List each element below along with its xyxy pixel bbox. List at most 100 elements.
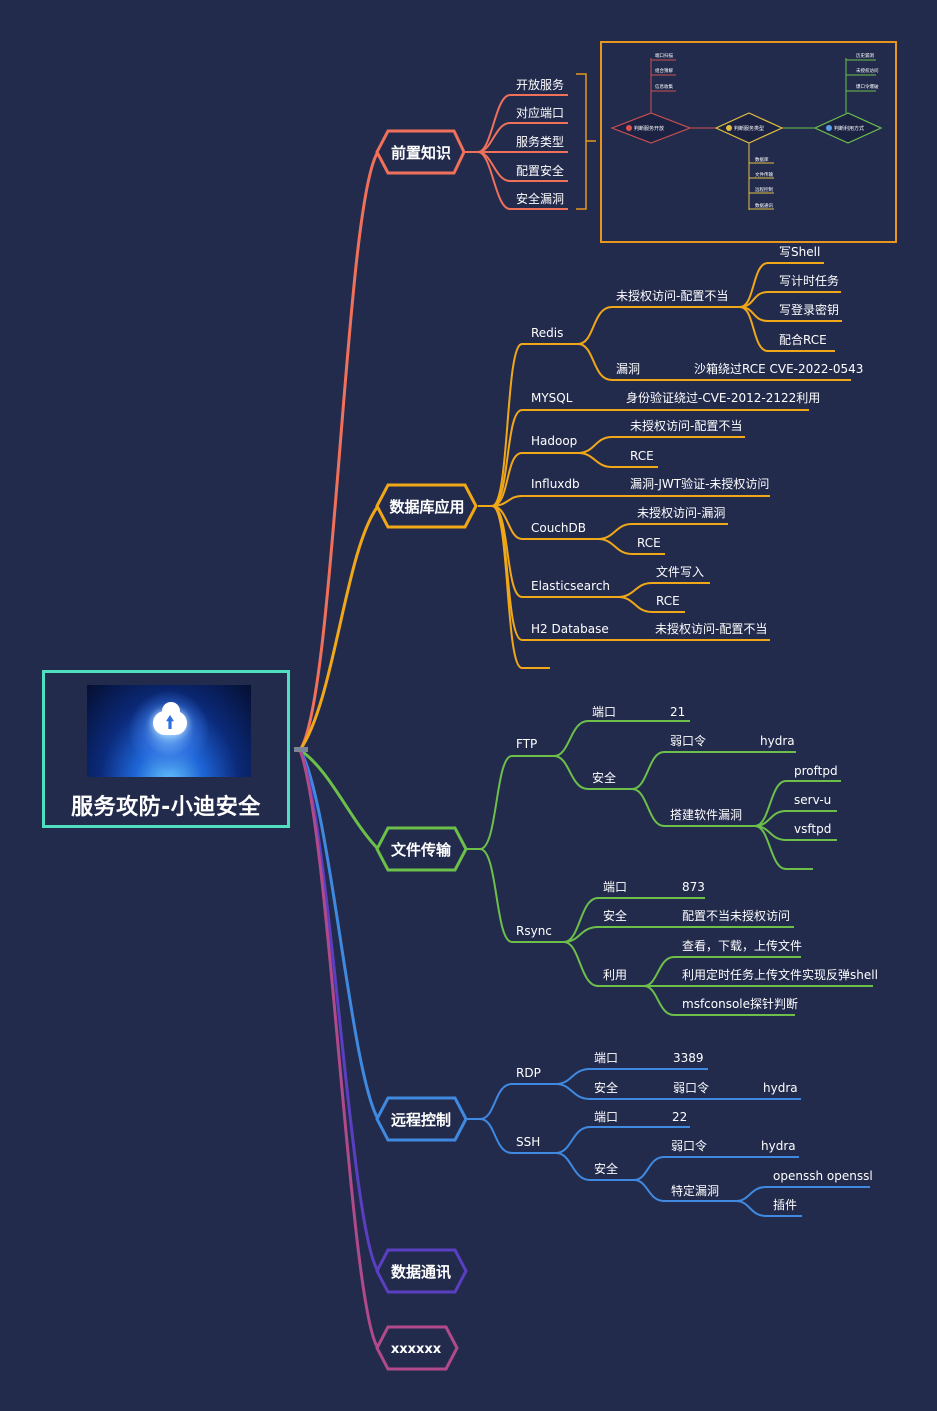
db-redis-unauth: 未授权访问-配置不当 [616,288,728,303]
rc-ssh: SSH [516,1135,540,1149]
branch-data-comm-label: 数据通讯 [391,1263,451,1281]
upload-arrow-icon [166,715,174,729]
cloud-network-image [87,685,251,777]
ref-node-2-label: 判断服务类型 [734,125,764,132]
rc-ssh-port: 22 [672,1110,687,1124]
rc-ssh-weak-tool: hydra [761,1139,796,1153]
db-mysql-item: 身份验证绕过-CVE-2012-2122利用 [626,390,820,405]
prereq-item: 服务类型 [516,134,564,149]
ref-leaf: 信息收集 [655,83,673,90]
branch-prereq: 前置知识 开放服务 对应端口 服务类型 配置安全 安全漏洞 [375,73,596,210]
ft-rsync-security: 安全 [603,908,627,923]
db-elasticsearch: Elasticsearch [531,579,610,593]
ft-rsync: Rsync [516,924,552,938]
ref-leaf: 远程控制 [755,186,773,193]
connector-xxxxxx [298,748,380,1350]
ft-rsync-use: 利用 [603,968,627,982]
ref-leaf: 未授权访问 [856,67,879,74]
ref-leaf: 爆口令爆破 [856,83,879,90]
db-h2-item: 未授权访问-配置不当 [655,621,767,636]
ft-ftp-build: 搭建软件漏洞 [670,808,742,822]
ft-ftp-build-item: serv-u [794,793,831,807]
reference-diagram: 判断服务开放 判断服务类型 判断利用方式 端口扫描 组合猜解 信息收集 历史漏洞… [600,41,897,243]
ft-ftp-build-item: vsftpd [794,822,831,836]
ref-node-3 [813,112,883,144]
branch-database: 数据库应用 Redis 未授权访问-配置不当 写Shell 写计时任务 写登录密… [375,245,863,669]
root-node[interactable]: 服务攻防-小迪安全 [42,670,290,828]
rc-rdp-port: 3389 [673,1051,704,1065]
ref-leaf: 端口扫描 [655,52,673,59]
ft-ftp-weak-tool: hydra [760,734,795,748]
branch-file-transfer-node[interactable] [375,826,468,872]
db-hadoop-item: 未授权访问-配置不当 [630,418,742,433]
db-redis-vuln: 漏洞 [616,362,640,376]
connector-database [298,504,380,752]
rc-rdp-port-label: 端口 [594,1051,618,1065]
db-redis-vuln-item: 沙箱绕过RCE CVE-2022-0543 [694,361,863,376]
ft-ftp-security: 安全 [592,770,616,785]
rc-ssh-vuln-item: 插件 [773,1198,797,1212]
branch-file-transfer-label: 文件传输 [391,841,452,859]
branch-remote-control-label: 远程控制 [391,1111,451,1129]
branch-remote-control-node[interactable] [375,1096,468,1142]
db-mysql: MYSQL [531,391,573,405]
root-title: 服务攻防-小迪安全 [71,795,261,820]
connector-remote-control [298,748,380,1121]
prereq-bracket [576,73,596,210]
db-redis-item: 写登录密钥 [779,302,839,317]
db-couchdb: CouchDB [531,521,586,535]
ft-ftp: FTP [516,737,537,751]
branch-file-transfer: 文件传输 FTP 端口 21 安全 弱口令 hydra 搭建软件漏洞 proft… [375,705,878,1016]
connector-prereq [298,150,380,752]
ref-node-2 [714,112,784,144]
prereq-item: 安全漏洞 [516,191,564,206]
branch-database-label: 数据库应用 [389,498,464,516]
db-influxdb: Influxdb [531,477,580,491]
db-redis-item: 写Shell [779,245,820,259]
branch-xxxxxx: xxxxxx [375,1325,459,1371]
db-redis: Redis [531,326,563,340]
ref-leaf: 文件传输 [755,171,773,178]
rc-ssh-weak: 弱口令 [671,1138,707,1153]
root-connector-hub [294,747,308,752]
db-redis-item: 写计时任务 [779,273,839,288]
branch-xxxxxx-label: xxxxxx [391,1342,442,1357]
prereq-item: 配置安全 [516,163,564,178]
rc-rdp-weak: 弱口令 [673,1080,709,1095]
db-redis-item: 配合RCE [779,332,827,347]
ft-rsync-use-item: 查看，下载，上传文件 [682,938,802,953]
branch-database-node[interactable] [375,483,478,529]
ref-node-1 [610,112,692,144]
ref-leaf: 历史漏洞 [856,52,874,59]
ft-rsync-use-item: msfconsole探针判断 [682,996,798,1011]
rc-rdp-weak-tool: hydra [763,1081,798,1095]
rc-ssh-vuln-item: openssh openssl [773,1169,873,1183]
ft-ftp-port-label: 端口 [592,705,616,719]
main-connectors [298,150,380,1350]
ft-rsync-use-item: 利用定时任务上传文件实现反弹shell [682,967,878,982]
rc-ssh-vuln: 特定漏洞 [671,1183,719,1198]
rc-ssh-port-label: 端口 [594,1110,618,1124]
rc-ssh-security: 安全 [594,1161,618,1176]
branch-prereq-node[interactable] [375,129,466,175]
ft-rsync-port-label: 端口 [603,880,627,894]
ft-rsync-security-item: 配置不当未授权访问 [682,908,790,923]
db-elasticsearch-item: RCE [656,594,680,608]
branch-data-comm-node[interactable] [375,1248,468,1294]
db-influxdb-item: 漏洞-JWT验证-未授权访问 [630,476,769,491]
db-couchdb-item: 未授权访问-漏洞 [637,505,725,520]
branch-data-comm: 数据通讯 [375,1248,468,1294]
prereq-item: 对应端口 [516,105,564,120]
db-elasticsearch-item: 文件写入 [656,564,704,579]
connector-file-transfer [298,748,380,851]
ref-leaf: 组合猜解 [655,67,673,74]
branch-remote-control: 远程控制 RDP 端口 3389 安全 弱口令 hydra SSH 端口 22 … [375,1051,873,1217]
db-h2: H2 Database [531,622,609,636]
prereq-item: 开放服务 [516,77,564,92]
ref-node-1-label: 判断服务开放 [634,125,664,132]
ref-leaf: 数据通讯 [755,202,773,209]
ref-leaf: 数据库 [755,156,769,163]
rc-rdp: RDP [516,1066,541,1080]
branch-prereq-label: 前置知识 [391,144,451,162]
branch-xxxxxx-node[interactable] [375,1325,459,1371]
